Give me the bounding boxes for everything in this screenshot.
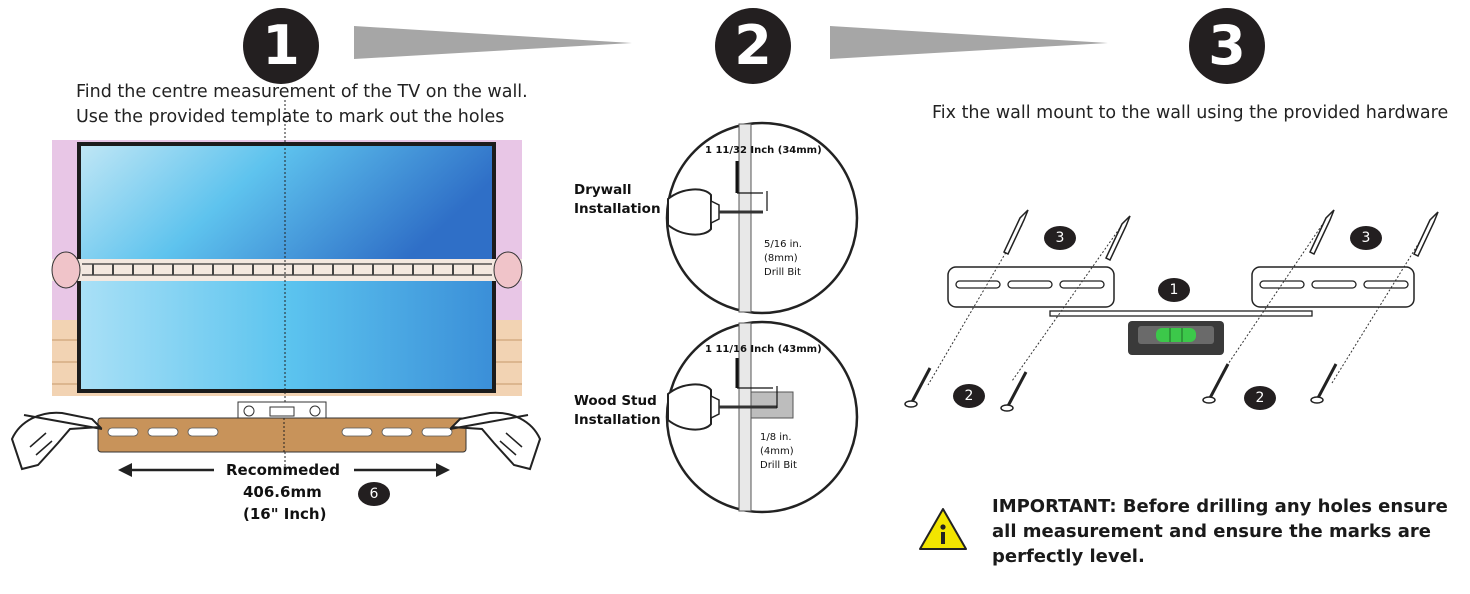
wood-stud-detail-circle (665, 320, 859, 514)
important-line-2: all measurement and ensure the marks are (992, 521, 1431, 542)
measurement-arrow-left (118, 463, 214, 477)
screw-icon (1309, 209, 1335, 256)
step3-instruction: Fix the wall mount to the wall using the… (932, 103, 1449, 123)
badge-3-left: 3 (1044, 226, 1076, 250)
wall-mount-illustration (927, 224, 1431, 386)
drywall-depth-label: 1 11/32 Inch (34mm) (705, 145, 822, 156)
badge-1: 1 (1158, 278, 1190, 302)
badge-2-right: 2 (1244, 386, 1276, 410)
screw-icon (1202, 363, 1230, 404)
warning-info-icon (919, 508, 967, 550)
drywall-label-2: Installation (574, 201, 661, 217)
step-arrow-icon (354, 26, 632, 59)
wood-label-2: Installation (574, 412, 661, 428)
screw-icon (1105, 215, 1131, 262)
step1-instruction-line1: Find the centre measurement of the TV on… (76, 82, 528, 102)
pencil-hand-icon (449, 411, 542, 471)
badge-6: 6 (358, 482, 390, 506)
screw-icon (1310, 363, 1338, 404)
drywall-bit-1: 5/16 in. (764, 239, 802, 250)
drywall-label-1: Drywall (574, 182, 632, 198)
wood-bit-3: Drill Bit (760, 460, 797, 471)
pencil-hand-icon (10, 411, 103, 471)
step-2-number: 2 (715, 8, 791, 84)
step-1-number: 1 (243, 8, 319, 84)
tv-wall-illustration (51, 100, 523, 470)
measurement-label-1: Recommeded (226, 461, 341, 479)
important-line-1: IMPORTANT: Before drilling any holes ens… (992, 496, 1448, 517)
badge-3-right: 3 (1350, 226, 1382, 250)
important-line-3: perfectly level. (992, 546, 1145, 567)
measurement-arrow-right (354, 463, 450, 477)
wood-bit-1: 1/8 in. (760, 432, 792, 443)
screw-icon (1413, 211, 1439, 258)
drywall-detail-circle (665, 121, 859, 315)
drywall-bit-3: Drill Bit (764, 267, 801, 278)
step1-instruction-line2: Use the provided template to mark out th… (76, 107, 505, 127)
screw-icon (904, 367, 932, 408)
wood-depth-label: 1 11/16 Inch (43mm) (705, 344, 822, 355)
measurement-label-2: 406.6mm (243, 483, 322, 501)
step-3-number: 3 (1189, 8, 1265, 84)
step-arrow-icon (830, 26, 1108, 59)
wood-label-1: Wood Stud (574, 393, 657, 409)
screw-icon (1000, 371, 1028, 412)
badge-2-left: 2 (953, 384, 985, 408)
wood-bit-2: (4mm) (760, 446, 794, 457)
measurement-label-3: (16" Inch) (243, 505, 327, 523)
mounting-template (97, 401, 467, 453)
screw-icon (1003, 209, 1029, 256)
drywall-bit-2: (8mm) (764, 253, 798, 264)
